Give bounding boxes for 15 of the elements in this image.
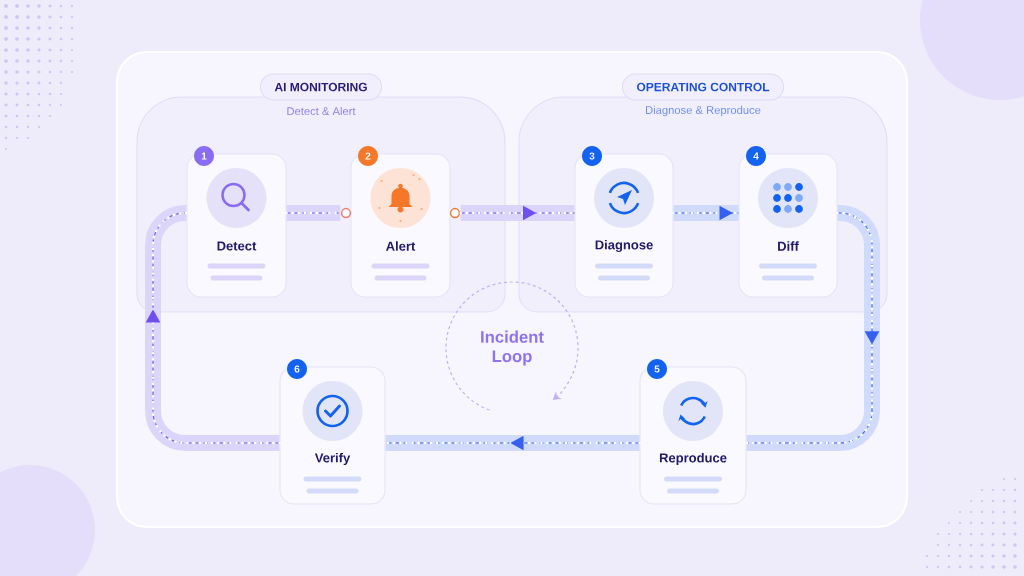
number-badge: 4 [746,146,766,166]
number-badge: 3 [582,146,602,166]
flow-arrow [384,435,641,451]
section-tag: OPERATING CONTROL [621,73,785,101]
flow-arrow [672,205,740,221]
flow-arrow [145,205,281,451]
center-label: Incident Loop [481,330,544,366]
connector-line [285,205,342,221]
number-badge: 1 [194,146,214,166]
number-badge: 5 [647,359,667,379]
flow-arrow [745,205,880,451]
section-tag: AI MONITORING [259,73,383,101]
number-badge: 6 [287,359,307,379]
flow-arrow [459,205,576,221]
number-badge: 2 [358,146,378,166]
